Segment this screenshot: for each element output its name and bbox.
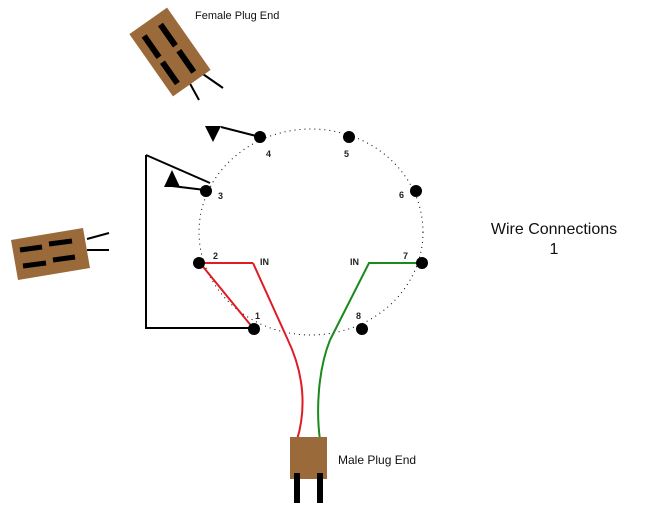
title-line-2: 1 [549,241,559,258]
terminal-label-8: 8 [356,311,362,321]
slot [158,22,178,48]
terminal-3[interactable] [200,185,212,197]
terminal-label-5: 5 [344,149,350,159]
terminal-label-7: 7 [403,251,409,261]
red-wire [199,262,304,441]
terminal-2[interactable] [193,257,205,269]
terminal-4[interactable] [254,131,266,143]
terminal-5[interactable] [343,131,355,143]
slot [141,34,162,59]
slot [160,60,180,86]
terminal-label-1: 1 [255,311,261,321]
title-line-1: Wire Connections [490,221,618,238]
green-wire [317,262,422,441]
female-plug-left [11,228,110,280]
terminal-label-3: 3 [218,191,224,201]
terminals [193,131,428,335]
in-label-left: IN [260,257,269,267]
terminal-6[interactable] [410,185,422,197]
terminal-7[interactable] [416,257,428,269]
black-wires [145,126,261,329]
terminal-label-2: 2 [213,251,219,261]
terminal-8[interactable] [356,323,368,335]
slot [176,48,197,74]
terminal-label-6: 6 [399,190,405,200]
male-plug [290,437,327,503]
diagram-title: Wire Connections 1 [474,220,634,260]
terminal-ring [198,128,424,336]
in-label-right: IN [350,257,359,267]
male-plug-label: Male Plug End [338,453,417,467]
terminal-1[interactable] [248,323,260,335]
female-plug-label: Female Plug End [195,10,280,22]
terminal-label-4: 4 [266,149,272,159]
